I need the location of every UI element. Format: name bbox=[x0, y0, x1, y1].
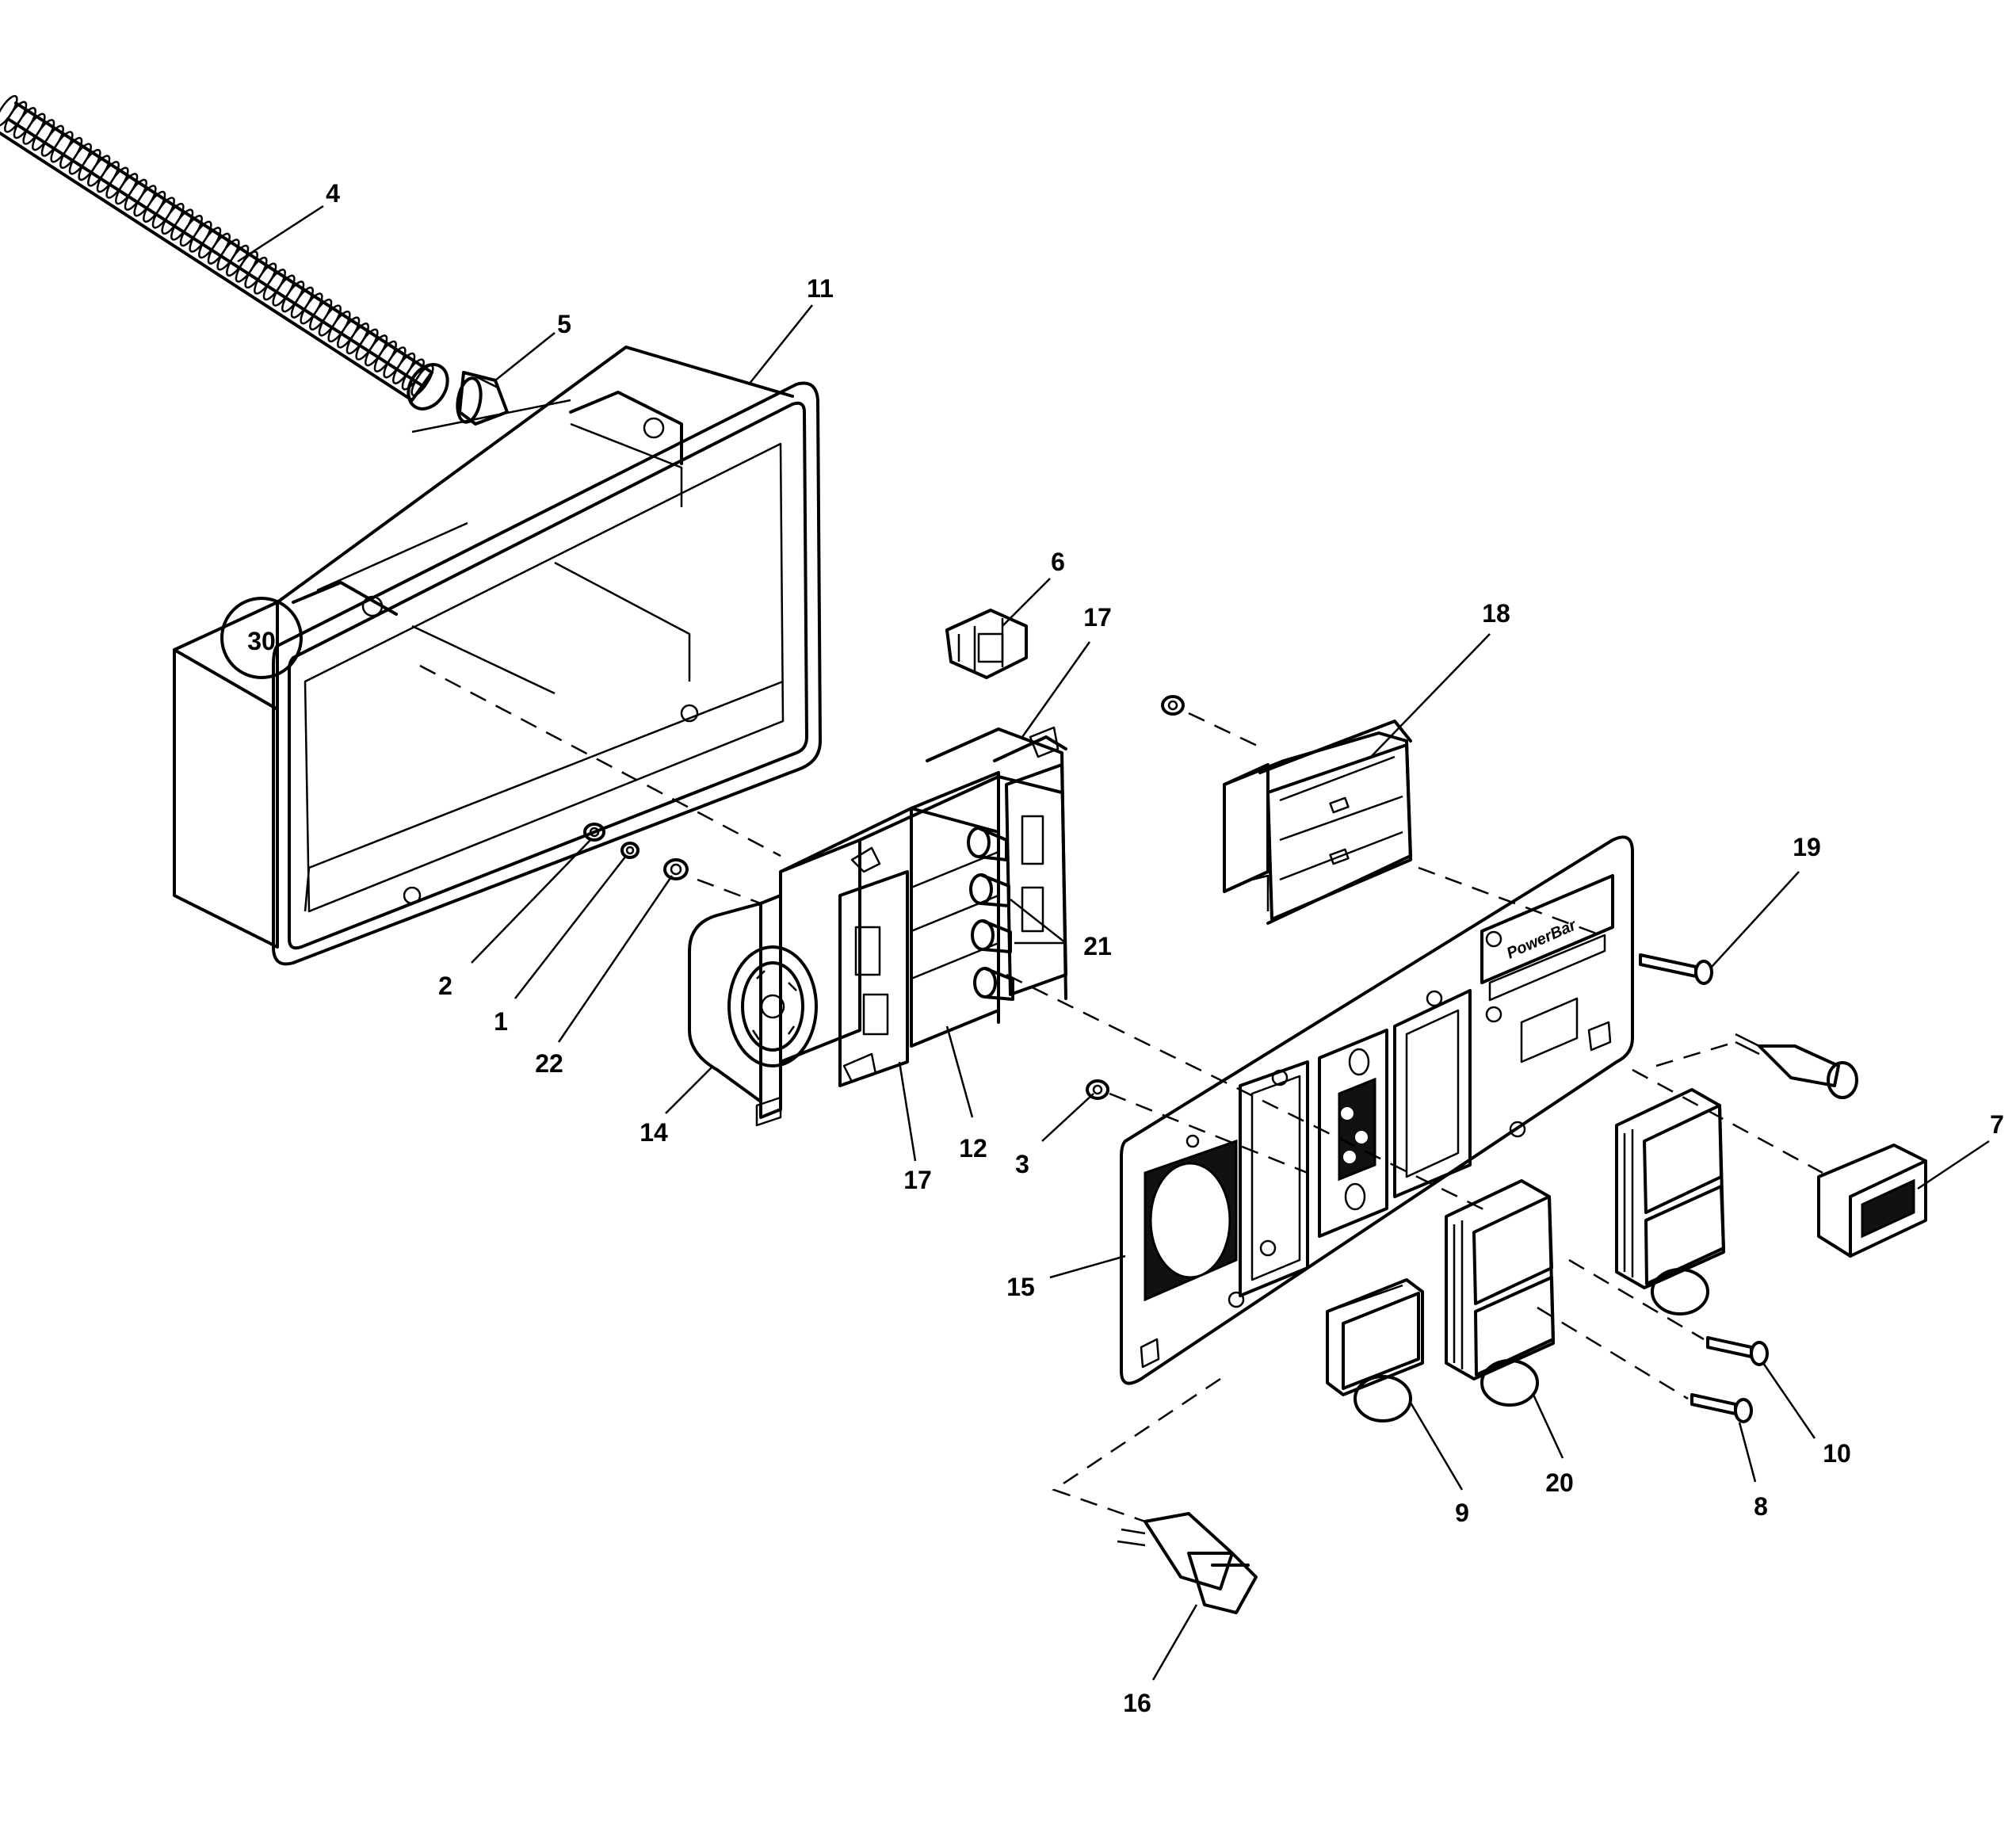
callout-12: 12 bbox=[959, 1134, 987, 1163]
receptacle-assembly bbox=[779, 726, 1067, 1087]
callout-17-top: 17 bbox=[1083, 603, 1112, 632]
leader-lines bbox=[237, 204, 1990, 1681]
assembly-lines bbox=[419, 664, 1823, 1523]
twist-lock-receptacle bbox=[688, 894, 818, 1127]
weather-cover-20 bbox=[1445, 1179, 1555, 1407]
callout-9: 9 bbox=[1455, 1499, 1469, 1527]
callout-7: 7 bbox=[1990, 1110, 2004, 1139]
callout-20: 20 bbox=[1545, 1468, 1574, 1497]
electrical-box bbox=[173, 346, 822, 966]
indicator-light bbox=[1735, 1033, 1858, 1099]
bracket-clip bbox=[945, 609, 1028, 679]
screw-10 bbox=[1706, 1336, 1769, 1366]
callout-3: 3 bbox=[1015, 1150, 1029, 1178]
corrugated-conduit bbox=[0, 94, 449, 410]
lock-washer bbox=[620, 842, 640, 859]
flat-washer bbox=[663, 858, 689, 880]
hex-nut-3 bbox=[1086, 1079, 1109, 1100]
box-number-marking: 30 bbox=[247, 627, 276, 655]
callout-17-bottom: 17 bbox=[903, 1166, 932, 1194]
hex-nut bbox=[583, 823, 605, 842]
callout-1: 1 bbox=[494, 1007, 508, 1036]
callout-15: 15 bbox=[1006, 1273, 1035, 1301]
screw-8 bbox=[1690, 1393, 1753, 1423]
meter-module bbox=[1223, 720, 1412, 925]
rocker-switch bbox=[1117, 1512, 1258, 1614]
callout-19: 19 bbox=[1793, 833, 1821, 861]
callout-4: 4 bbox=[326, 179, 340, 208]
conduit-bushing bbox=[456, 371, 509, 426]
callout-6: 6 bbox=[1051, 548, 1065, 576]
callout-22: 22 bbox=[535, 1049, 563, 1078]
callout-2: 2 bbox=[438, 972, 452, 1000]
screw-19 bbox=[1639, 953, 1713, 985]
callout-16: 16 bbox=[1123, 1689, 1151, 1717]
callout-21: 21 bbox=[1083, 932, 1112, 960]
callout-14: 14 bbox=[640, 1118, 668, 1147]
callout-11: 11 bbox=[807, 274, 834, 303]
hex-nut-18 bbox=[1161, 695, 1185, 716]
hour-meter bbox=[1817, 1144, 1927, 1258]
callout-5: 5 bbox=[557, 310, 571, 338]
callout-10: 10 bbox=[1823, 1439, 1851, 1468]
callout-18: 18 bbox=[1482, 599, 1510, 628]
front-panel bbox=[1120, 835, 1634, 1385]
callout-labels: 4 5 11 6 17 18 19 2 1 22 21 14 17 12 3 7… bbox=[326, 179, 2004, 1717]
callout-8: 8 bbox=[1754, 1492, 1768, 1521]
weather-cover-9 bbox=[1326, 1278, 1424, 1422]
weather-cover-right bbox=[1615, 1088, 1725, 1315]
